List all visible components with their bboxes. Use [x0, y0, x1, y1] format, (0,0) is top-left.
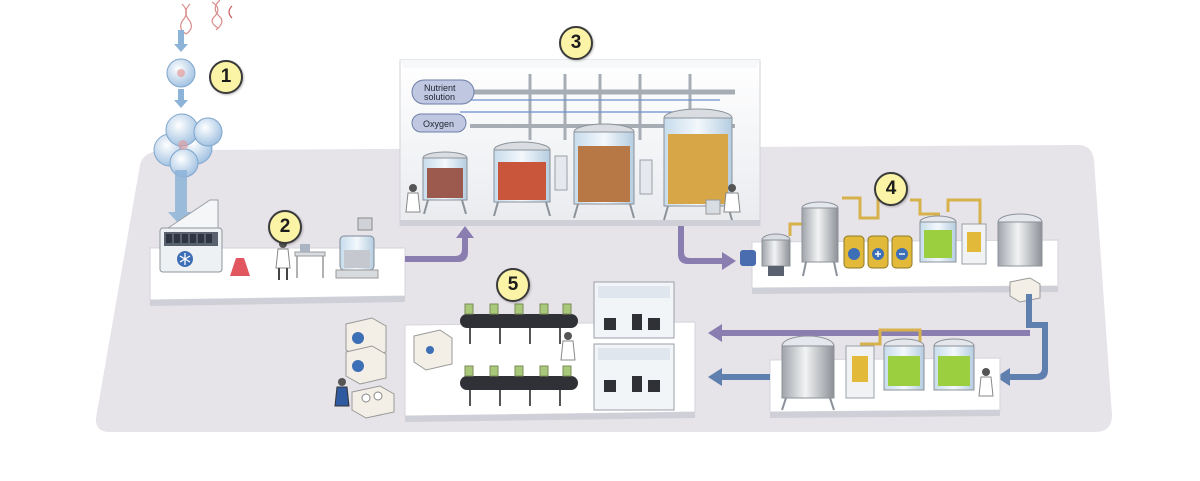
flow-arrow-cluster-to-freezer [168, 170, 194, 226]
control-cabinet [554, 155, 568, 191]
operator-icon [405, 184, 421, 213]
nutrient-solution-label-line2: solution [424, 92, 455, 102]
flow-arrow-2-to-3 [405, 226, 474, 262]
bioreactor-icon [573, 123, 635, 219]
snowflake-icon [177, 251, 193, 267]
cell-cluster-icon [153, 113, 223, 178]
chromatography-column-icon [843, 235, 913, 269]
flow-arrow-cell-to-cluster [174, 89, 188, 108]
bioreactor-icon [883, 338, 925, 391]
operator-icon [560, 332, 576, 361]
step-4-badge: 4 [874, 172, 908, 206]
lab-bench-icon [294, 244, 326, 278]
bioreactor-icon [422, 151, 468, 215]
centrifuge-icon [740, 233, 791, 276]
shipping-box-icon [1009, 277, 1041, 303]
operator-icon [334, 378, 350, 407]
filling-line-icon [460, 303, 578, 344]
shipping-box-icon [413, 329, 453, 371]
flow-arrow-to-filling [708, 368, 770, 386]
isolator-cabinet [593, 281, 675, 339]
holding-tank-icon [801, 201, 839, 277]
flask-icon [230, 258, 250, 276]
seed-bioreactor-icon [335, 217, 379, 279]
pipe-network [860, 328, 922, 346]
holding-tank-icon [781, 335, 835, 411]
bioreactor-icon [933, 338, 975, 391]
step-5-badge: 5 [496, 268, 530, 302]
oxygen-tank: Oxygen [411, 113, 467, 133]
flow-arrow-3-to-4 [678, 226, 736, 270]
dna-strand-icon [180, 0, 233, 35]
cell-icon [166, 58, 196, 88]
flow-arrow-4-down [996, 294, 1048, 386]
isolator-cabinet [593, 343, 675, 411]
control-cabinet [639, 159, 653, 195]
nutrient-solution-label-line1: Nutrient [424, 83, 456, 93]
filter-cabinet-window [967, 232, 981, 252]
shipping-box-icon [345, 317, 387, 385]
bioreactor-icon [919, 215, 957, 263]
flow-arrow-dna-to-cell [174, 30, 188, 52]
nutrient-solution-tank: Nutrient solution [411, 79, 475, 105]
holding-tank-icon [997, 213, 1043, 267]
filling-line-icon [460, 365, 578, 406]
operator-icon [978, 368, 994, 397]
oxygen-label: Oxygen [423, 119, 454, 129]
step-2-badge: 2 [268, 210, 302, 244]
bioreactor-icon [493, 141, 551, 217]
shipping-box-icon [351, 385, 395, 419]
freezer-icon [159, 199, 223, 273]
flow-arrow-4-to-5-return [708, 324, 1030, 342]
step-1-badge: 1 [209, 60, 243, 94]
filter-cabinet-window [852, 356, 868, 382]
step-3-badge: 3 [559, 26, 593, 60]
bioreactor-icon [663, 108, 733, 221]
operator-icon [705, 184, 741, 215]
